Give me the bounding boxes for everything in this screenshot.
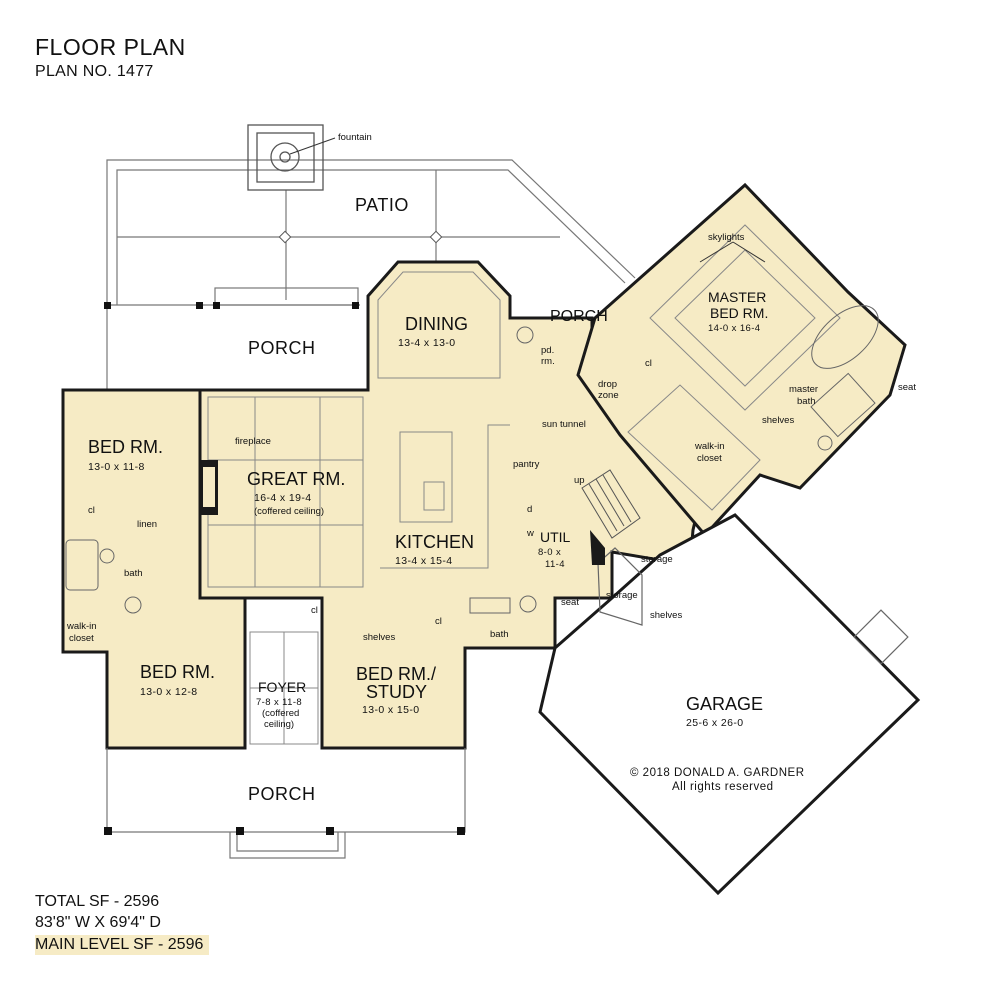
bath-label-2: bath	[490, 629, 509, 640]
master-walkin-label-2: closet	[697, 453, 722, 464]
great-room-dims: 16-4 x 19-4	[254, 492, 312, 504]
drop-zone-label-2: zone	[598, 390, 619, 401]
seat-label-master: seat	[898, 382, 916, 393]
storage-label-2: storage	[641, 554, 673, 565]
walkin-label-2: closet	[69, 633, 94, 644]
garage-outline	[538, 513, 921, 896]
drop-zone-label-1: drop	[598, 379, 617, 390]
util-dims-2: 11-4	[545, 559, 565, 570]
patio-post	[429, 230, 443, 244]
dryer-label: d	[527, 504, 532, 515]
master-label-2: BED RM.	[710, 305, 768, 321]
master-suite	[576, 182, 907, 538]
study-label-2: STUDY	[366, 682, 427, 702]
util-label: UTIL	[540, 529, 571, 545]
dining-dims: 13-4 x 13-0	[398, 337, 456, 349]
seat-label-util: seat	[561, 597, 579, 608]
bed2-label: BED RM.	[140, 662, 215, 682]
foyer-note-1: (coffered	[262, 708, 299, 719]
up-label: up	[574, 475, 585, 486]
bed1-dims: 13-0 x 11-8	[88, 461, 145, 473]
master-walkin-label-1: walk-in	[694, 441, 725, 452]
walkin-label-1: walk-in	[66, 621, 97, 632]
great-room-label: GREAT RM.	[247, 469, 345, 489]
skylights-label: skylights	[708, 232, 745, 243]
copyright-line-2: All rights reserved	[672, 781, 774, 793]
fountain-label: fountain	[338, 132, 372, 143]
front-porch-outline	[106, 748, 466, 859]
bed2-dims: 13-0 x 12-8	[140, 686, 198, 698]
patio-label: PATIO	[355, 195, 409, 215]
shelves-label-master: shelves	[762, 415, 794, 426]
foyer-label: FOYER	[258, 679, 306, 695]
washer-label: w	[526, 528, 534, 539]
study-label-1: BED RM./	[356, 664, 436, 684]
fountain-icon	[247, 124, 324, 191]
master-bath-label-1: master	[789, 384, 818, 395]
patio-post	[278, 230, 292, 244]
overall-dimensions: 83'8" W X 69'4" D	[35, 914, 161, 931]
garage-dims: 25-6 x 26-0	[686, 717, 744, 729]
closet-label-bed1: cl	[88, 505, 95, 516]
bed1-label: BED RM.	[88, 437, 163, 457]
kitchen-dims: 13-4 x 15-4	[395, 555, 453, 567]
patio-outline	[106, 159, 636, 305]
small-porch-label: PORCH	[550, 308, 608, 325]
shelves-label-storage: shelves	[650, 610, 682, 621]
bath-label-1: bath	[124, 568, 143, 579]
garage-label: GARAGE	[686, 694, 763, 714]
dining-label: DINING	[405, 314, 468, 334]
closet-label-master: cl	[645, 358, 652, 369]
kitchen-label: KITCHEN	[395, 532, 474, 552]
rear-porch-label: PORCH	[248, 338, 316, 358]
pd-rm-label-2: rm.	[541, 356, 555, 367]
linen-label: linen	[137, 519, 157, 530]
copyright-line-1: © 2018 DONALD A. GARDNER	[630, 767, 805, 779]
study-dims: 13-0 x 15-0	[362, 704, 420, 716]
stairs-icon	[581, 469, 641, 539]
closet-label-foyer: cl	[311, 605, 318, 616]
pd-rm-label-1: pd.	[541, 345, 554, 356]
util-dims-1: 8-0 x	[538, 547, 561, 558]
shelves-label-study: shelves	[363, 632, 395, 643]
rear-porch-outline	[106, 287, 360, 390]
sun-tunnel-label: sun tunnel	[542, 419, 586, 430]
master-dims: 14-0 x 16-4	[708, 323, 760, 334]
plan-number: PLAN NO. 1477	[35, 63, 154, 80]
storage-label-1: storage	[606, 590, 638, 601]
fireplace-label: fireplace	[235, 436, 271, 447]
master-bath-label-2: bath	[797, 396, 816, 407]
great-room-note: (coffered ceiling)	[254, 506, 324, 517]
foyer-dims: 7-8 x 11-8	[256, 697, 302, 708]
plan-title: FLOOR PLAN	[35, 34, 186, 60]
main-level-sf: MAIN LEVEL SF - 2596	[35, 935, 210, 955]
master-label-1: MASTER	[708, 289, 766, 305]
fountain-leader	[289, 137, 336, 155]
front-porch-label: PORCH	[248, 784, 316, 804]
closet-label-study: cl	[435, 616, 442, 627]
foyer-note-2: ceiling)	[264, 719, 294, 730]
pantry-label: pantry	[513, 459, 540, 470]
total-sf: TOTAL SF - 2596	[35, 893, 160, 910]
